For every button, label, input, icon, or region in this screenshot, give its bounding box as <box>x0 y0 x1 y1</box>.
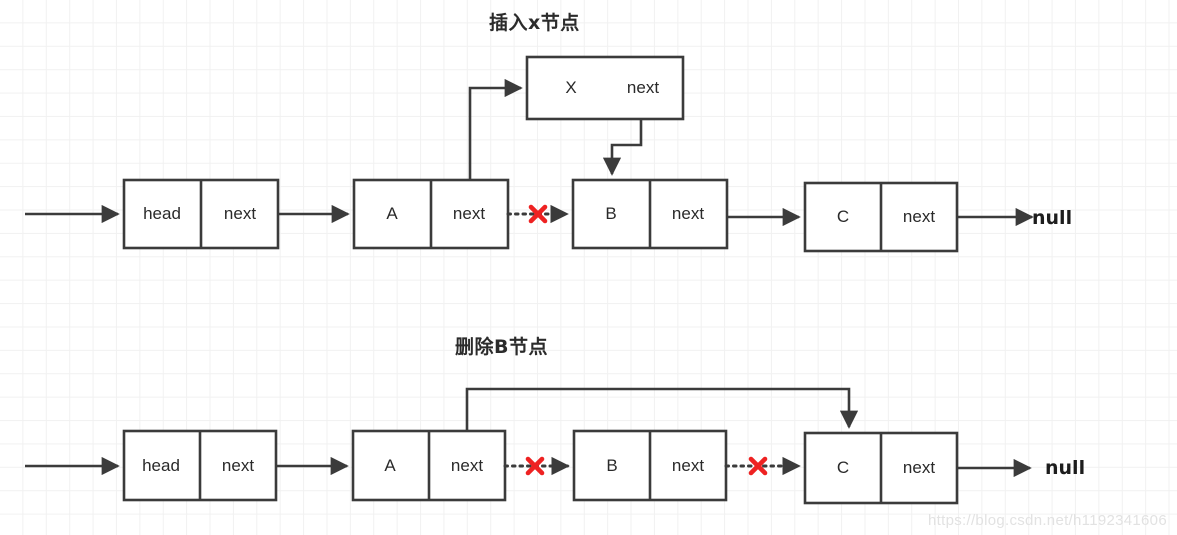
node-label-b-next-insert: next <box>671 204 705 223</box>
broken-marker-b-c-delete <box>748 456 768 476</box>
node-label-a-key-delete: A <box>384 456 396 475</box>
node-label-a-next-insert: next <box>452 204 486 223</box>
node-label-c-next-delete: next <box>902 458 936 477</box>
node-box-b-insert <box>571 178 729 250</box>
node-box-c-delete <box>803 431 959 505</box>
null-label-insert: null <box>1032 207 1073 229</box>
node-label-b-next-delete: next <box>671 456 705 475</box>
diagram-title-delete: 删除B节点 <box>455 336 548 358</box>
broken-marker-a-b-insert <box>528 204 548 224</box>
node-label-head-key-delete: head <box>142 456 180 475</box>
node-box-c-insert <box>803 181 959 253</box>
node-label-b-key-insert: B <box>605 204 617 223</box>
node-label-c-key-insert: C <box>836 207 850 226</box>
node-box-head-insert <box>122 178 280 250</box>
node-label-c-key-delete: C <box>836 458 850 477</box>
node-label-x-key-insert: X <box>565 78 577 97</box>
null-label-delete: null <box>1045 457 1086 479</box>
watermark-text: https://blog.csdn.net/h1192341606 <box>928 512 1167 529</box>
node-box-a-insert <box>352 178 510 250</box>
node-label-c-next-insert: next <box>902 207 936 226</box>
node-label-head-key-insert: head <box>143 204 181 223</box>
diagram-title-insert: 插入x节点 <box>489 12 580 34</box>
bypass-link-a-c-delete <box>465 387 859 431</box>
node-label-a-next-delete: next <box>450 456 484 475</box>
node-label-b-key-delete: B <box>606 456 618 475</box>
node-box-head-delete <box>122 429 278 502</box>
link-x-b-insert <box>602 119 643 176</box>
node-box-x-insert <box>525 55 685 121</box>
node-label-head-next-insert: next <box>223 204 257 223</box>
node-box-b-delete <box>572 429 728 502</box>
broken-marker-a-b-delete <box>525 456 545 476</box>
node-label-x-next-insert: next <box>626 78 660 97</box>
node-label-a-key-insert: A <box>386 204 398 223</box>
node-label-head-next-delete: next <box>221 456 255 475</box>
link-a-x-insert <box>468 78 523 180</box>
